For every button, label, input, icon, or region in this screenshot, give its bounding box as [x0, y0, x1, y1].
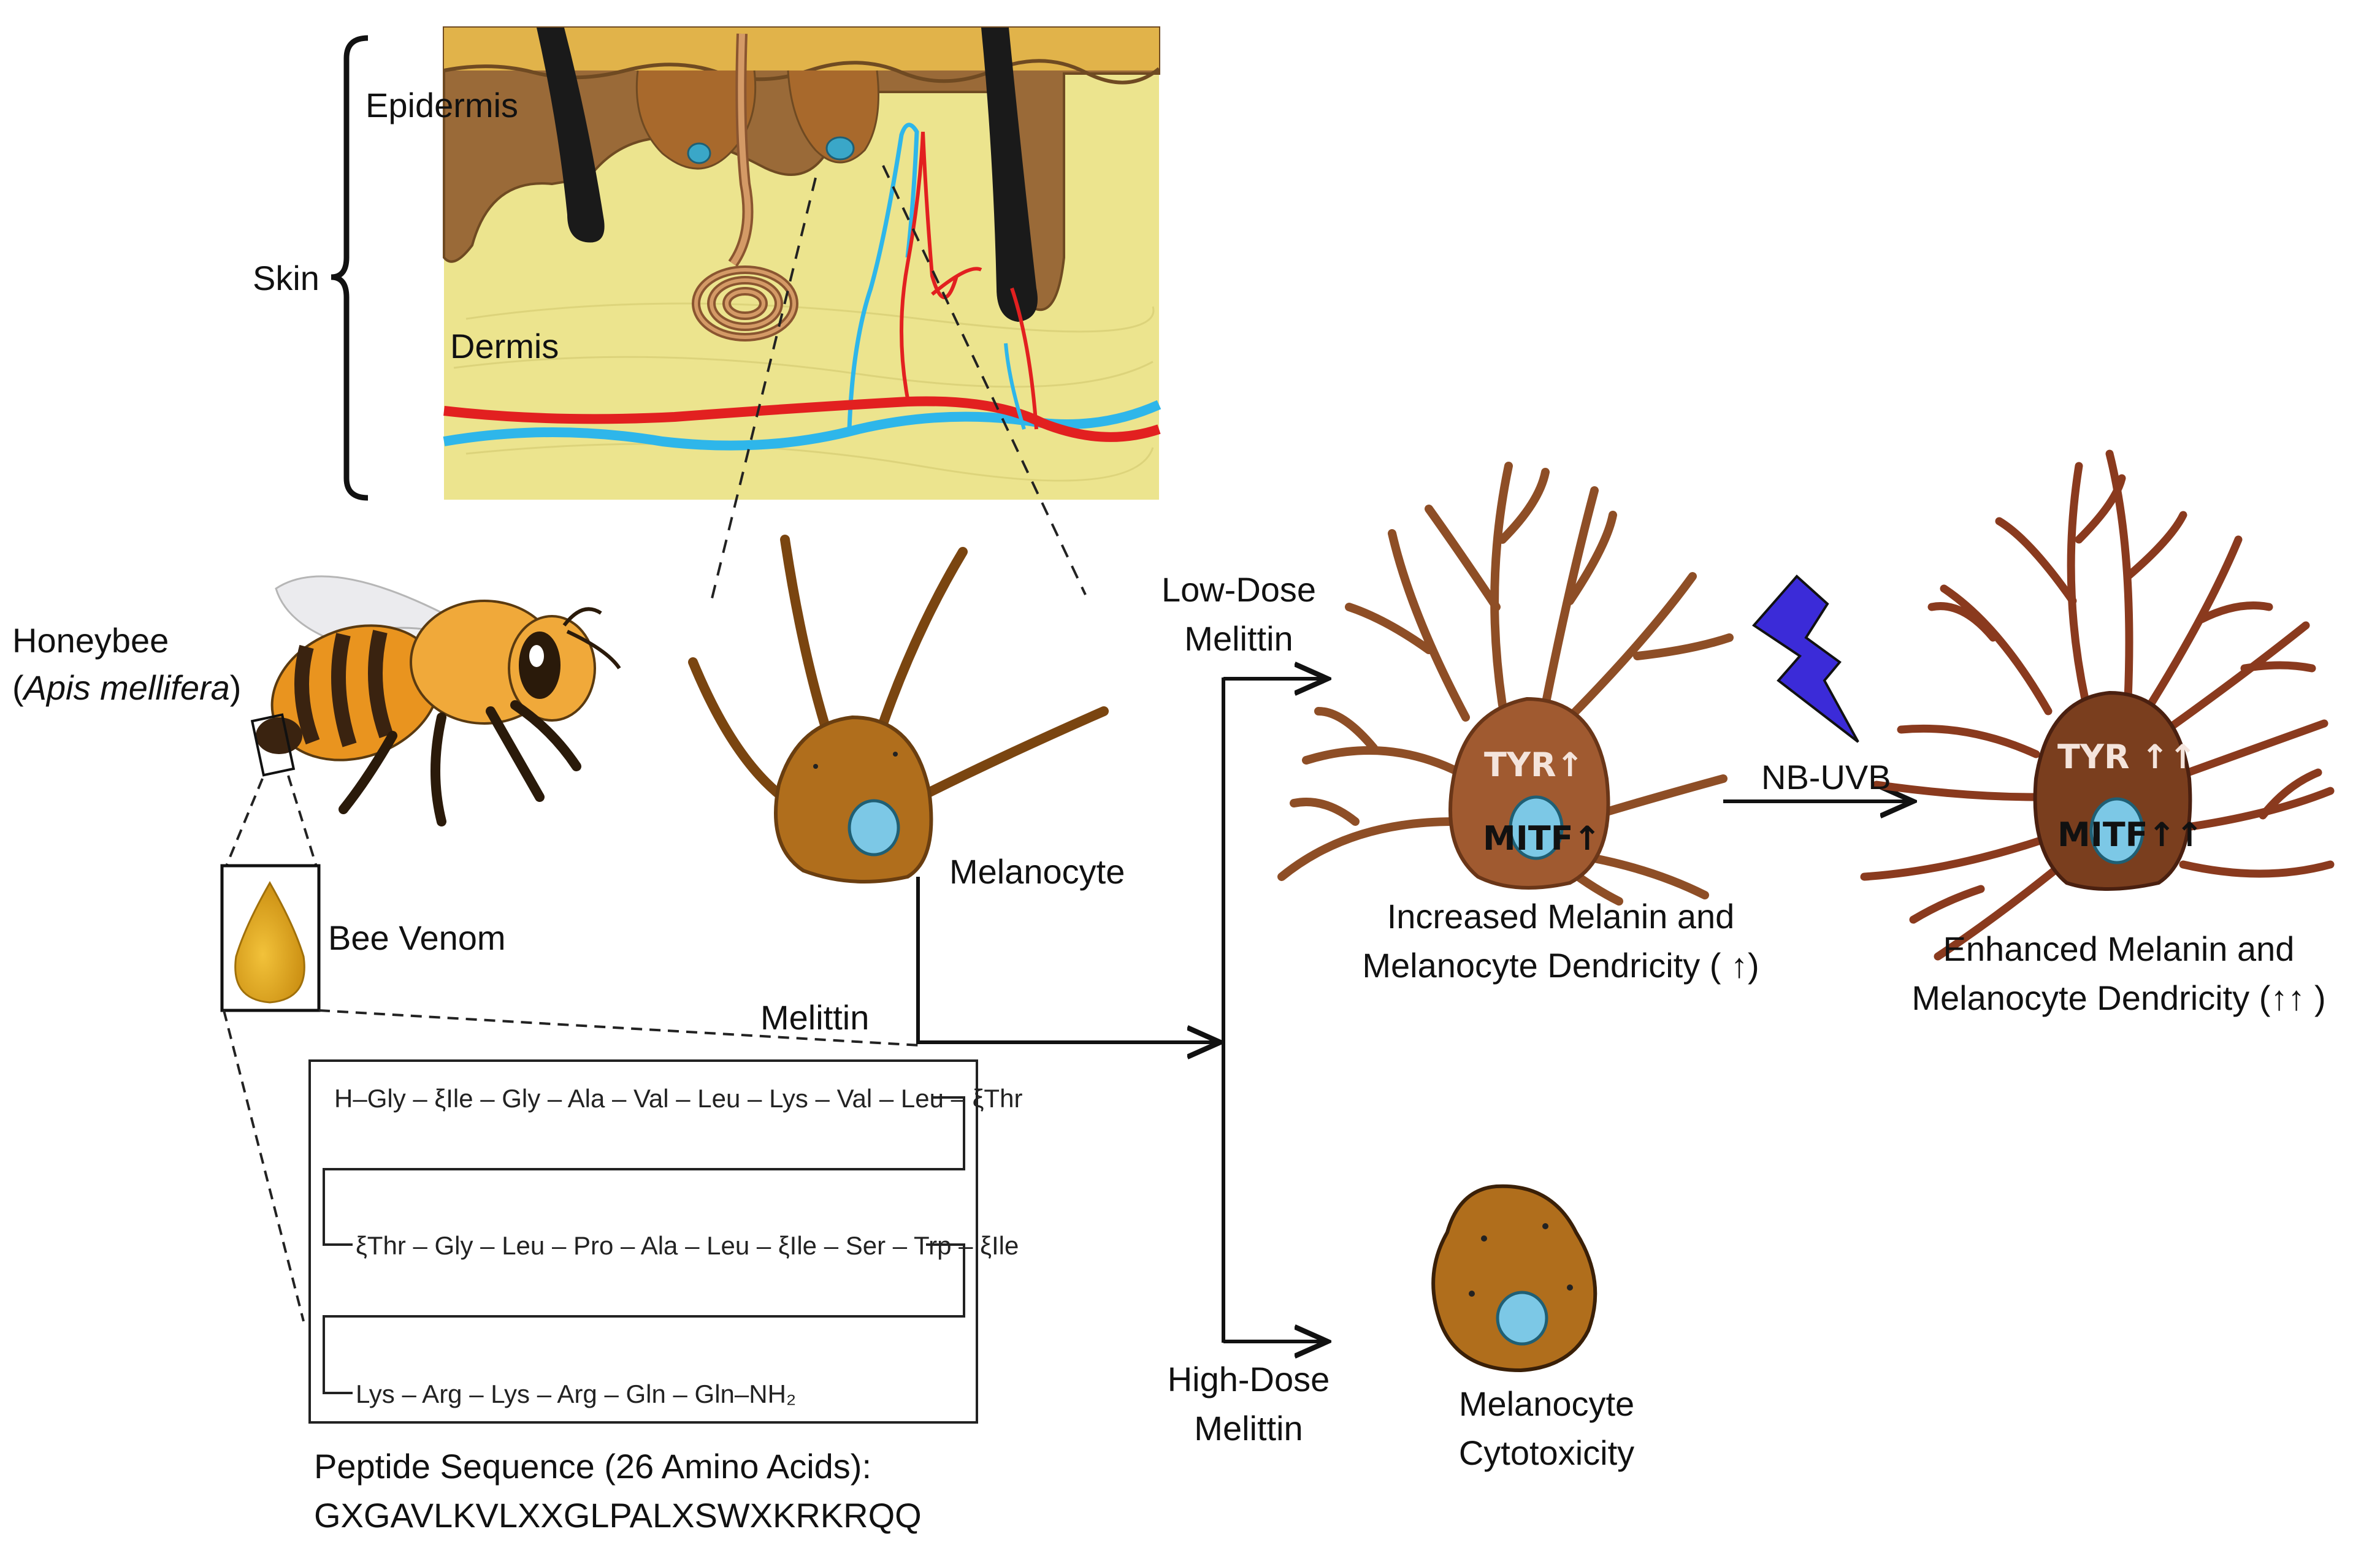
melanocyte-body — [774, 715, 933, 883]
vein-main — [443, 400, 1161, 451]
stinger-zoom-box — [250, 713, 296, 777]
epidermal-melanocyte-1 — [635, 70, 757, 170]
venom-drop — [234, 880, 305, 1004]
peptide-row-1: H–Gly – ξIle – Gly – Ala – Val – Leu – L… — [334, 1084, 1023, 1113]
epidermis-label: Epidermis — [365, 86, 518, 124]
skin-brace — [331, 35, 369, 501]
bee-venom-label: Bee Venom — [328, 918, 506, 957]
melanocyte-nucleus — [848, 799, 900, 857]
cell2-mitf-marker: MITF↑↑ — [2057, 815, 2204, 854]
capillary-artery-branch — [900, 131, 982, 399]
cytotoxic-melanocyte-nucleus — [1496, 1291, 1548, 1346]
enhanced-melanocyte — [1860, 449, 2335, 961]
hair-follicle-left — [537, 28, 605, 243]
cell2-caption-line1: Enhanced Melanin and — [1943, 929, 2295, 968]
enhanced-melanocyte-nucleus — [2089, 797, 2145, 864]
lightning-bolt-icon — [1751, 574, 1859, 743]
melittin-label: Melittin — [760, 998, 870, 1037]
cell3-caption-line2: Cytotoxicity — [1458, 1433, 1635, 1472]
cell3-caption-line1: Melanocyte — [1458, 1384, 1635, 1423]
peptide-caption-line2: GXGAVLKVLXXGLPALXSWXKRKRQQ — [314, 1496, 922, 1535]
dermis-label: Dermis — [450, 327, 559, 365]
skin-section — [443, 26, 1161, 500]
cell2-tyr-marker: TYR ↑↑ — [2057, 738, 2197, 776]
high-dose-label-line1: High-Dose — [1167, 1360, 1330, 1398]
peptide-row-3: Lys – Arg – Lys – Arg – Gln – Gln–NH₂ — [356, 1379, 797, 1408]
cytotoxic-melanocyte — [1431, 1184, 1598, 1373]
melanocyte-to-branch-arrow — [916, 877, 1220, 1042]
cell2-caption-line2: Melanocyte Dendricity (↑↑ ) — [1911, 979, 2326, 1017]
honeybee-illustration — [250, 575, 621, 826]
zoom-line-left — [710, 177, 817, 601]
low-dose-label-line2: Melittin — [1184, 619, 1293, 658]
skin-label: Skin — [253, 259, 320, 297]
capillary-vein-branch — [847, 123, 919, 430]
peptide-sequence-box — [308, 1059, 978, 1424]
cell1-caption-line2: Melanocyte Dendricity ( ↑) — [1362, 946, 1759, 985]
peptide-caption-line1: Peptide Sequence (26 Amino Acids): — [314, 1447, 872, 1486]
increased-melanocyte — [1277, 462, 1734, 906]
epidermal-melanocyte-2 — [787, 70, 879, 164]
melanocyte-label: Melanocyte — [949, 852, 1125, 891]
high-dose-label-line2: Melittin — [1194, 1409, 1303, 1448]
peptide-row-2: ξThr – Gly – Leu – Pro – Ala – Leu – ξIl… — [356, 1231, 1019, 1260]
increased-melanocyte-nucleus — [1509, 795, 1564, 860]
zoom-line-right — [882, 165, 1087, 595]
artery-main — [443, 396, 1161, 442]
cell1-mitf-marker: MITF↑ — [1483, 819, 1601, 858]
low-dose-label-line1: Low-Dose — [1161, 570, 1317, 609]
enhanced-melanocyte-body — [2033, 690, 2192, 891]
peptide-chain-connector — [323, 1096, 965, 1394]
hair-follicle-right — [981, 28, 1038, 322]
cell1-tyr-marker: TYR↑ — [1484, 746, 1584, 784]
cell1-caption-line1: Increased Melanin and — [1387, 897, 1735, 936]
nb-uvb-label: NB-UVB — [1761, 758, 1891, 796]
increased-melanocyte-body — [1448, 696, 1610, 890]
honeybee-label: Honeybee — [12, 621, 169, 660]
honeybee-species-label: (Apis mellifera) — [12, 668, 242, 707]
